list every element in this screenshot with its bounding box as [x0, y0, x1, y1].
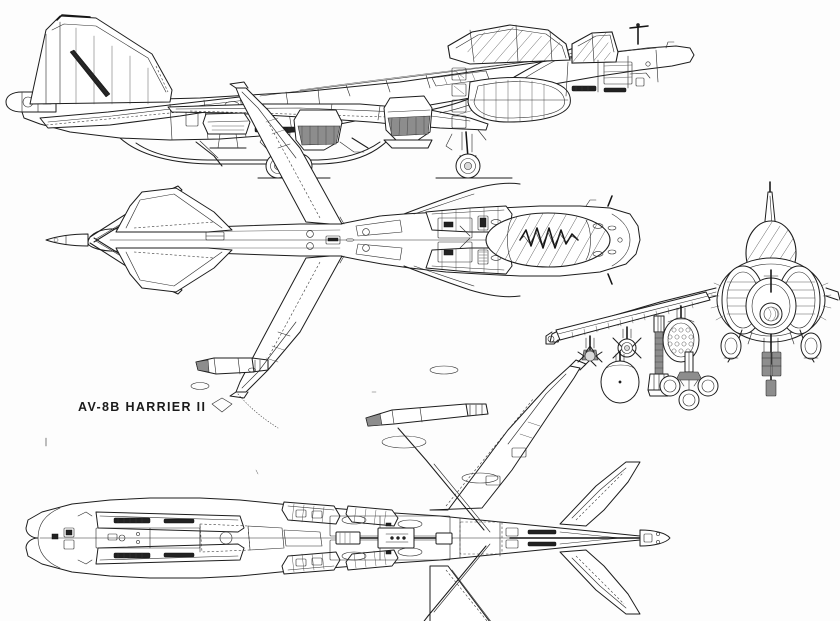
tailplanes-top — [115, 187, 233, 293]
wing-missile-bottom-view — [365, 365, 499, 484]
wings-bottom — [429, 359, 587, 621]
belly-strake-line — [135, 141, 381, 161]
ventral-fuselage-panels — [95, 523, 323, 553]
engine-intake-side — [467, 77, 571, 123]
vortex-generator-row — [237, 393, 279, 429]
drawing-caption: AV-8B HARRIER II — [78, 400, 207, 414]
vertical-tail-fin — [29, 14, 173, 105]
construction-tick-marks — [45, 391, 377, 475]
store-mk82-bomb — [647, 315, 671, 397]
forward-fuselage-panels — [565, 23, 675, 97]
stores-pylon-beam — [545, 291, 711, 345]
outrigger-gear-fairing-side — [202, 112, 251, 149]
airbrake-top — [355, 219, 403, 261]
rear-vectoring-nozzle — [293, 109, 343, 151]
front-view-landing-gear — [720, 329, 822, 397]
wings-top — [229, 81, 343, 399]
store-triple-ejector-rack — [659, 351, 719, 411]
cockpit-canopy-side — [447, 24, 571, 65]
lerx-top — [403, 182, 521, 298]
front-view-fuselage — [710, 257, 832, 343]
upper-fuselage-panels — [205, 215, 507, 265]
vertical-fin-bottom — [397, 427, 491, 621]
forward-nozzles-bottom — [281, 501, 341, 575]
tail-cone-bottom — [639, 529, 671, 547]
nose-radome-bottom — [37, 507, 93, 569]
store-rockeye-pod — [662, 305, 700, 363]
tail-cone-top — [45, 233, 89, 247]
stores-front-view — [545, 291, 719, 411]
wing-missile-top-view — [190, 357, 279, 429]
intake-aux-doors-side — [451, 67, 467, 129]
store-maverick — [612, 326, 642, 359]
store-fuel-tank — [600, 351, 640, 404]
main-gear-bay-bottom — [329, 515, 453, 561]
front-view — [549, 181, 840, 397]
canopy-detonating-cord — [519, 227, 579, 249]
lower-fuselage-contour — [119, 137, 387, 165]
forward-vectoring-nozzle — [383, 95, 433, 149]
bottom-plan-view — [25, 359, 671, 621]
side-profile-view — [5, 14, 695, 179]
aft-fuselage-panels-bottom — [459, 517, 641, 559]
store-sidewinder — [577, 335, 603, 367]
tailplanes-bottom — [559, 461, 641, 615]
ventral-details-side — [195, 137, 369, 167]
dorsal-airbrake — [431, 70, 490, 87]
cockpit-canopy-top — [485, 212, 611, 268]
windscreen-side — [571, 31, 619, 64]
top-plan-view — [45, 81, 641, 399]
nose-radome-top — [585, 195, 631, 285]
nose-landing-gear-side — [445, 129, 487, 179]
gun-pods-bottom — [95, 511, 245, 565]
